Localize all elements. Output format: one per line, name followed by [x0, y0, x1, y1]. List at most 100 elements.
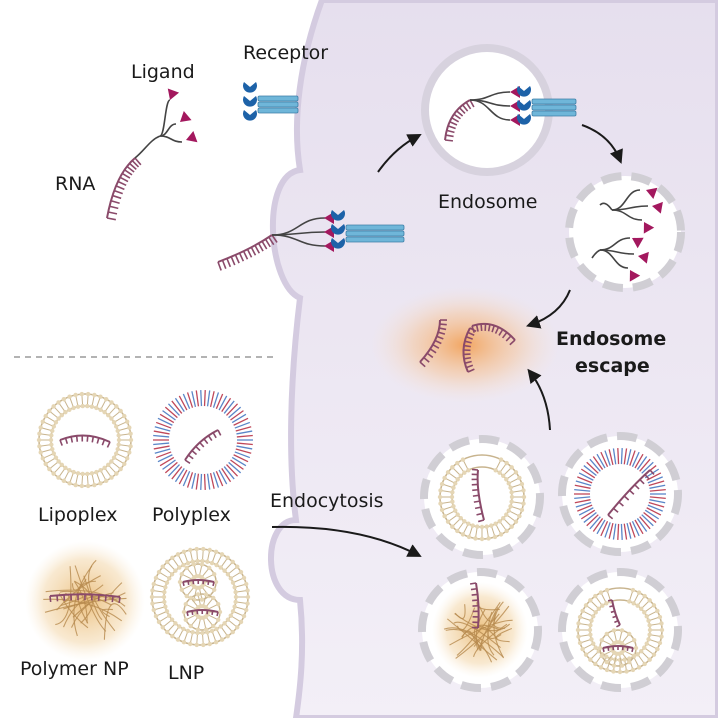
- lipid-head: [504, 460, 509, 466]
- lipid-head: [232, 604, 237, 609]
- lipid-head: [509, 465, 514, 470]
- lipid-head: [67, 481, 72, 486]
- lipid-tail: [603, 640, 612, 645]
- lipid-head: [113, 451, 119, 456]
- lipid-head: [116, 433, 121, 438]
- lipid-head: [651, 652, 657, 657]
- lipid-head: [218, 624, 223, 629]
- rna-base: [217, 429, 222, 436]
- endosome-polyplex-rna: [607, 469, 655, 520]
- bound-linkers: [271, 217, 326, 247]
- receptor-cup: [243, 96, 257, 107]
- lipid-head: [466, 534, 472, 540]
- lipid-head: [115, 446, 120, 452]
- polymer-spoke: [171, 466, 183, 480]
- polymer-strand: [456, 601, 501, 656]
- endosome-lipoplex-rna: [471, 468, 485, 523]
- lipid-head: [222, 568, 227, 573]
- lipid-head: [205, 559, 210, 564]
- lipid-tail: [507, 473, 515, 479]
- lipid-head: [245, 594, 251, 600]
- lipid-head: [489, 523, 494, 528]
- polymer-spoke: [236, 445, 253, 450]
- polymer-spoke: [583, 512, 597, 523]
- lipid-head: [517, 475, 522, 481]
- bound-receptor-rods: [345, 224, 405, 243]
- lipid-head: [222, 621, 227, 626]
- lipid-head: [588, 657, 593, 662]
- polymer-spoke: [620, 448, 623, 465]
- lipid-head: [647, 627, 653, 633]
- lipid-head: [627, 631, 632, 637]
- lipid-head: [75, 404, 81, 409]
- released-ligand: [632, 237, 644, 249]
- polymer-spoke: [164, 406, 178, 419]
- rna-base: [101, 439, 106, 446]
- lipid-head: [608, 656, 613, 661]
- lipid-tail: [81, 396, 84, 405]
- polymer-spoke: [191, 473, 197, 489]
- polymer-spoke: [575, 501, 592, 508]
- lipid-head: [59, 412, 64, 418]
- lipid-tail: [91, 475, 95, 484]
- rna-base: [203, 438, 209, 445]
- polymer-spoke: [574, 496, 591, 500]
- lipid-head: [504, 512, 509, 517]
- polymer-spoke: [629, 522, 636, 538]
- lipid-head: [484, 524, 489, 529]
- lipid-head: [67, 467, 72, 473]
- lipid-head: [588, 632, 593, 637]
- ligand-flag: [180, 110, 192, 122]
- lipid-tail: [202, 634, 204, 643]
- polyplex-label: Polyplex: [152, 504, 231, 526]
- polymer-strand: [88, 559, 116, 632]
- lipid-head: [114, 471, 119, 476]
- lipid-tail: [507, 515, 515, 521]
- polymer-strand: [453, 621, 501, 649]
- lipid-head: [195, 630, 200, 636]
- endosome-lnp-inner: [597, 628, 639, 668]
- lipid-tail: [607, 591, 611, 600]
- lipid-head: [642, 645, 647, 650]
- lipid-head: [188, 547, 193, 553]
- polymer-spoke: [604, 450, 611, 466]
- lipid-head: [519, 507, 525, 513]
- lipid-head: [195, 592, 201, 597]
- polymer-spoke: [600, 451, 609, 467]
- lipid-head: [627, 656, 632, 661]
- lipid-tail: [587, 606, 595, 612]
- rna-base: [467, 331, 475, 336]
- lipid-head: [225, 634, 230, 639]
- rna-base: [649, 469, 655, 475]
- lipid-tail: [157, 611, 166, 616]
- rna-backbone: [611, 599, 621, 626]
- rna-base: [257, 242, 264, 252]
- lipid-head: [509, 494, 515, 500]
- bound-receptor-cup: [331, 238, 345, 249]
- rna-base: [195, 445, 201, 452]
- polymer-spoke: [639, 458, 651, 472]
- lipid-head: [235, 564, 240, 569]
- lipid-head: [165, 629, 170, 635]
- rna-base: [250, 246, 257, 256]
- rna-base: [212, 581, 215, 587]
- rna-base: [182, 581, 185, 587]
- lipid-head: [56, 459, 61, 464]
- lipid-tail: [453, 468, 460, 475]
- lipid-tail: [193, 566, 197, 575]
- lipid-tail: [217, 555, 222, 564]
- lipid-head: [636, 665, 642, 670]
- linker-line: [159, 135, 183, 143]
- escaped-rna: [419, 319, 516, 373]
- lipid-head: [219, 637, 225, 642]
- rna-base: [458, 107, 466, 115]
- rna-base: [91, 436, 95, 443]
- polymer-spoke: [233, 454, 249, 463]
- lnp-rna-1: [182, 579, 215, 587]
- lipid-tail: [204, 585, 213, 590]
- lipid-head: [188, 623, 193, 629]
- lipid-head: [642, 610, 647, 615]
- endosome-polyplex-particle: [574, 448, 666, 540]
- polymer-spoke: [631, 451, 640, 467]
